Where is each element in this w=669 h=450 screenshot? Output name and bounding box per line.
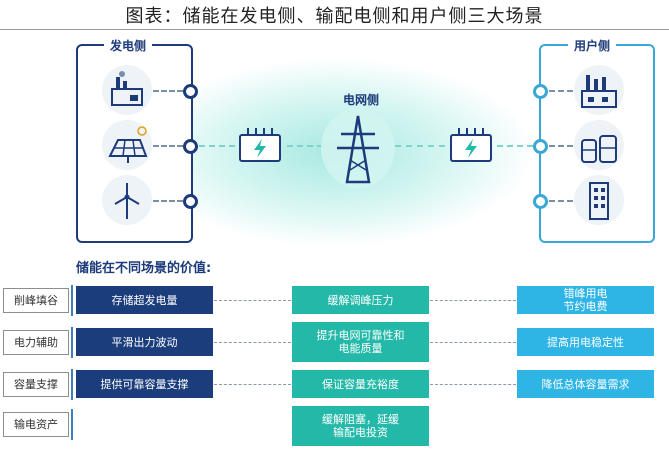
user-node [533,194,548,209]
grid-value-box: 保证容量充裕度 [292,370,429,398]
row-connector [214,342,291,343]
office-building-icon [574,175,624,225]
connector-dash [153,200,183,202]
connector-dash [199,145,235,147]
row-connector [430,342,516,343]
row-separator [71,409,73,440]
transmission-tower-icon [321,108,395,188]
row-label: 削峰填谷 [3,288,69,313]
industrial-plant-icon [574,65,624,115]
storage-tanks-icon [574,120,624,170]
grid-value-box: 提升电网可靠性和 电能质量 [292,322,429,362]
row-connector [214,300,291,301]
user-node [533,139,548,154]
user-side-label: 用户侧 [568,37,617,54]
connector-dash [549,145,573,147]
row-label: 容量支撑 [3,372,69,397]
connector-dash [287,145,323,147]
generation-value-box: 平滑出力波动 [76,328,213,356]
grid-value-box: 缓解调峰压力 [292,286,429,314]
generation-value-box: 提供可靠容量支撑 [76,370,213,398]
grid-side-label: 电网侧 [343,93,380,107]
user-value-box: 降低总体容量需求 [517,370,654,398]
row-connector [214,384,291,385]
connector-dash [153,145,183,147]
row-separator [71,327,73,358]
row-label: 电力辅助 [3,330,69,355]
wind-turbine-icon [102,175,152,225]
user-value-box: 错峰用电 节约电费 [517,286,654,314]
row-separator [71,285,73,316]
row-connector [430,300,516,301]
user-node [533,84,548,99]
transformer-icon [236,125,284,162]
generation-node [183,139,198,154]
title-divider [0,29,669,30]
row-separator [71,369,73,400]
factory-icon [102,65,152,115]
row-label: 输电资产 [3,412,69,437]
generation-side-label: 发电侧 [104,37,153,54]
transformer-icon [447,125,495,162]
row-connector [430,384,516,385]
section-title: 储能在不同场景的价值: [76,261,212,276]
generation-node [183,194,198,209]
grid-value-box: 缓解阻塞，延缓 输配电投资 [292,406,429,446]
connector-dash [395,145,445,147]
solar-panel-icon [102,120,152,170]
generation-value-box: 存储超发电量 [76,286,213,314]
generation-node [183,84,198,99]
connector-dash [497,145,533,147]
connector-dash [153,90,183,92]
figure-title: 图表：储能在发电侧、输配电侧和用户侧三大场景 [125,6,544,27]
connector-dash [549,90,573,92]
user-value-box: 提高用电稳定性 [517,328,654,356]
connector-dash [549,200,573,202]
